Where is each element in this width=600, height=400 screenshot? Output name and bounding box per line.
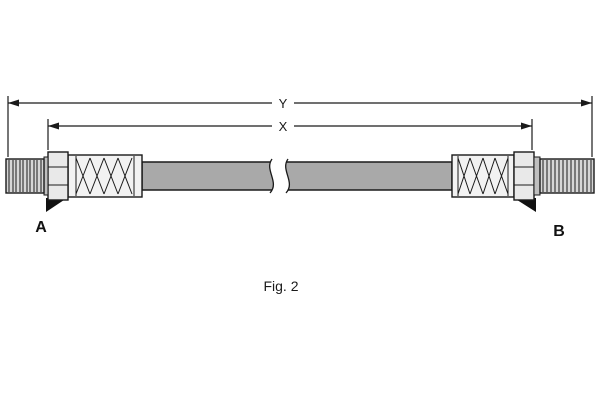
- end-label-b: B: [553, 223, 565, 240]
- dimension-x-arrow-left: [48, 122, 59, 130]
- end-label-a: A: [35, 219, 47, 236]
- hose-break-right-edge: [285, 158, 291, 194]
- dimension-x: X: [47, 119, 533, 150]
- left-threaded-stud-body: [5, 158, 45, 194]
- right-ferrule: [451, 154, 515, 198]
- dimension-x-arrow-right: [521, 122, 532, 130]
- dimension-y-arrow-right: [581, 99, 592, 107]
- right-hex-nut-body: [513, 151, 535, 201]
- left-threaded-stud: [5, 158, 45, 194]
- dimension-y: Y: [7, 96, 593, 157]
- left-hex-nut-body: [47, 151, 69, 201]
- hose-break-gap: [269, 159, 290, 193]
- right-ferrule-body: [451, 154, 515, 198]
- left-ferrule-collars: [75, 156, 135, 196]
- left-seal-wedge: [46, 198, 67, 212]
- right-threaded-stud: [539, 158, 595, 194]
- left-ferrule: [67, 154, 143, 198]
- right-hex-nut-facets: [514, 166, 534, 186]
- left-ferrule-crimp-diagonals-b: [75, 157, 133, 195]
- right-hex-nut: [513, 151, 535, 201]
- left-ferrule-body: [67, 154, 143, 198]
- right-ferrule-collars: [457, 156, 509, 196]
- left-hex-nut: [47, 151, 69, 201]
- left-hex-nut-facets: [48, 166, 68, 186]
- hose-body: [141, 161, 453, 191]
- right-ferrule-crimp-diagonals-b: [457, 157, 509, 195]
- right-washer: [533, 156, 541, 196]
- hose-break-left-edge: [269, 158, 275, 194]
- figure-caption: Fig. 2: [263, 278, 298, 294]
- right-threaded-stud-threads: [542, 160, 592, 192]
- dimension-x-label: X: [279, 119, 288, 134]
- right-seal-wedge: [514, 198, 536, 212]
- dimension-y-label: Y: [279, 96, 288, 111]
- left-threaded-stud-threads: [8, 160, 42, 192]
- dimension-y-arrow-left: [8, 99, 19, 107]
- hose-assembly: [5, 151, 595, 212]
